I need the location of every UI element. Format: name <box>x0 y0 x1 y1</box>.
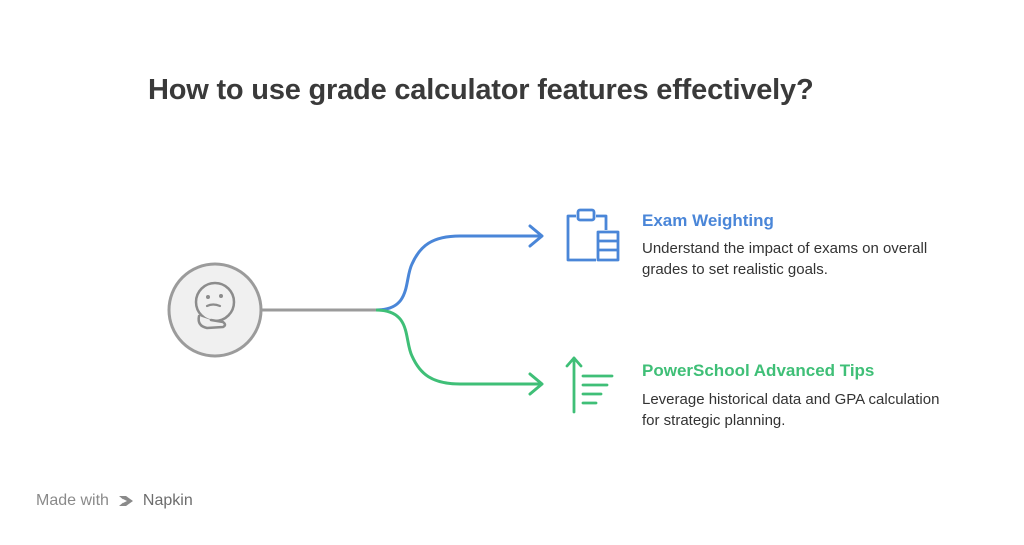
clipboard-icon <box>566 208 620 262</box>
branch-title-exam-weighting: Exam Weighting <box>642 211 774 230</box>
napkin-logo-icon <box>118 496 133 506</box>
branch-description-powerschool-tips: Leverage historical data and GPA calcula… <box>642 391 940 429</box>
branch-connector-powerschool-tips <box>375 308 540 386</box>
branch-title-powerschool-tips: PowerSchool Advanced Tips <box>642 361 875 380</box>
sort-ascending-icon <box>565 356 614 414</box>
branch-description-exam-weighting: Understand the impact of exams on overal… <box>642 240 928 278</box>
made-with-napkin-credit[interactable]: Made with Napkin <box>36 492 193 510</box>
thinking-face-icon <box>167 262 263 358</box>
arrow-head-exam-weighting <box>528 224 544 248</box>
made-with-label: Made with <box>36 492 109 509</box>
page-title: How to use grade calculator features eff… <box>148 74 814 106</box>
napkin-brand-label: Napkin <box>142 492 193 509</box>
arrow-head-powerschool-tips <box>528 372 544 396</box>
branch-connector-exam-weighting <box>375 234 540 312</box>
